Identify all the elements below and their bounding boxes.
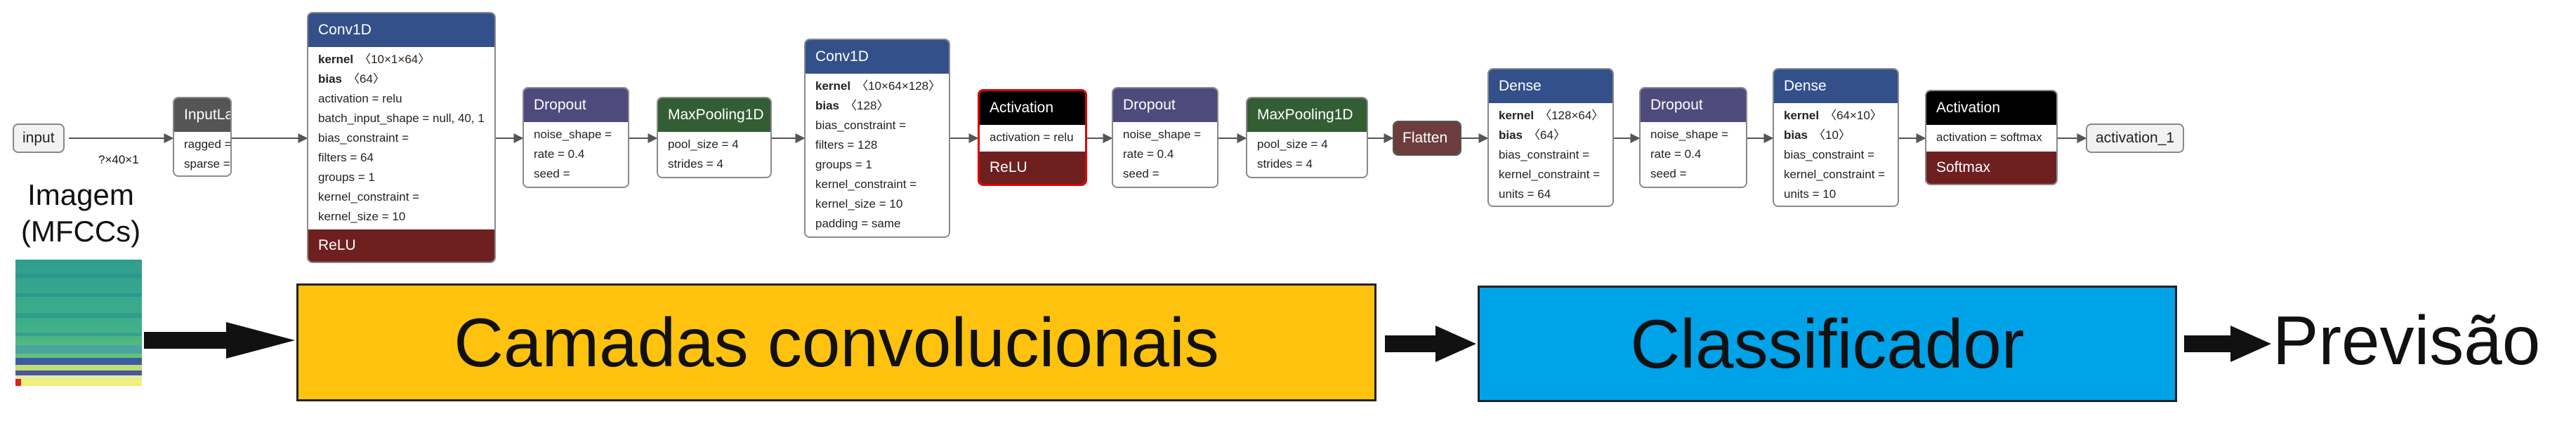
- dropout-node[interactable]: Dropout noise_shape = rate = 0.4 seed =: [1112, 87, 1218, 188]
- conv1d-title: Conv1D: [308, 13, 494, 47]
- flatten-node[interactable]: Flatten: [1393, 121, 1461, 156]
- attr: padding = same: [815, 217, 901, 230]
- attr: ragged = false: [184, 138, 232, 151]
- attr: seed =: [1123, 167, 1159, 180]
- attr: rate = 0.4: [534, 147, 585, 161]
- attr: seed =: [1650, 167, 1687, 180]
- attr: bias_constraint =: [318, 131, 409, 145]
- attr: batch_input_shape = null, 40, 1: [318, 112, 485, 125]
- input-shape-label: ?×40×1: [98, 153, 139, 166]
- conv-block: Camadas convolucionais: [296, 283, 1376, 401]
- attr: strides = 4: [668, 157, 723, 171]
- weight-bias: bias〈64〉: [1499, 128, 1565, 142]
- input-node[interactable]: input: [13, 123, 65, 153]
- flatten-title: Flatten: [1394, 122, 1460, 154]
- weight-kernel: kernel〈128×64〉: [1499, 109, 1604, 122]
- attr: bias_constraint =: [1784, 148, 1874, 161]
- attr: filters = 64: [318, 151, 374, 164]
- maxpooling1d-title: MaxPooling1D: [1247, 98, 1367, 132]
- conv1d-title: Conv1D: [806, 40, 949, 74]
- activation-title: Activation: [980, 91, 1085, 125]
- weight-kernel: kernel〈10×1×64〉: [318, 53, 431, 66]
- attr: rate = 0.4: [1123, 147, 1174, 161]
- classifier-block: Classificador: [1478, 286, 2177, 402]
- attr: strides = 4: [1257, 157, 1313, 171]
- inputlayer-node[interactable]: InputLayer ragged = false sparse = false: [173, 97, 232, 177]
- attr: kernel_size = 10: [318, 210, 406, 223]
- attr: seed =: [534, 167, 570, 180]
- attr: units = 10: [1784, 187, 1836, 201]
- attr: kernel_constraint =: [1784, 168, 1886, 181]
- activation-footer: ReLU: [980, 152, 1085, 184]
- attr: groups = 1: [815, 158, 872, 171]
- maxpooling1d-node[interactable]: MaxPooling1D pool_size = 4 strides = 4: [1246, 97, 1368, 178]
- prediction-label: Previsão: [2273, 302, 2541, 379]
- attr: kernel_constraint =: [318, 190, 420, 203]
- attr: activation = softmax: [1936, 131, 2042, 144]
- attr: groups = 1: [318, 171, 375, 184]
- attr: noise_shape =: [1123, 128, 1202, 141]
- conv1d-node[interactable]: Conv1D kernel〈10×64×128〉 bias〈128〉 bias_…: [804, 39, 950, 238]
- attr: kernel_constraint =: [1499, 168, 1601, 181]
- attr: bias_constraint =: [815, 119, 906, 132]
- activation-node[interactable]: Activation activation = softmax Softmax: [1925, 90, 2058, 185]
- mfcc-image: [15, 260, 142, 386]
- weight-bias: bias〈128〉: [815, 99, 889, 112]
- attr: noise_shape =: [1650, 128, 1729, 141]
- arrow-image-to-conv: [144, 322, 295, 359]
- dropout-title: Dropout: [524, 88, 628, 122]
- dense-title: Dense: [1489, 69, 1612, 103]
- dropout-node[interactable]: Dropout noise_shape = rate = 0.4 seed =: [1639, 87, 1747, 188]
- conv1d-node[interactable]: Conv1D kernel〈10×1×64〉 bias〈64〉 activati…: [307, 12, 496, 263]
- maxpooling1d-node[interactable]: MaxPooling1D pool_size = 4 strides = 4: [657, 97, 772, 178]
- maxpooling1d-title: MaxPooling1D: [658, 98, 770, 132]
- dense-title: Dense: [1774, 69, 1898, 103]
- attr: filters = 128: [815, 138, 878, 152]
- activation-node[interactable]: Activation activation = relu ReLU: [978, 89, 1087, 186]
- weight-bias: bias〈10〉: [1784, 128, 1851, 142]
- weight-kernel: kernel〈10×64×128〉: [815, 79, 941, 93]
- attr: sparse = false: [184, 157, 230, 171]
- weight-kernel: kernel〈64×10〉: [1784, 109, 1882, 122]
- attr: kernel_size = 10: [815, 197, 903, 210]
- dropout-node[interactable]: Dropout noise_shape = rate = 0.4 seed =: [523, 87, 629, 188]
- weight-bias: bias〈64〉: [318, 72, 385, 86]
- attr: activation = relu: [318, 92, 402, 105]
- attr: bias_constraint =: [1499, 148, 1589, 161]
- inputlayer-title: InputLayer: [174, 98, 230, 132]
- attr: activation = relu: [990, 131, 1074, 144]
- attr: rate = 0.4: [1650, 147, 1702, 161]
- attr: pool_size = 4: [668, 138, 739, 151]
- activation-footer: Softmax: [1926, 152, 2056, 184]
- attr: pool_size = 4: [1257, 138, 1328, 151]
- dropout-title: Dropout: [1641, 88, 1746, 122]
- arrow-classifier-to-output: [2184, 326, 2271, 362]
- dropout-title: Dropout: [1113, 88, 1217, 122]
- dense-node[interactable]: Dense kernel〈64×10〉 bias〈10〉 bias_constr…: [1773, 68, 1899, 207]
- arrow-conv-to-classifier: [1385, 326, 1476, 362]
- attr: kernel_constraint =: [815, 178, 917, 191]
- dense-node[interactable]: Dense kernel〈128×64〉 bias〈64〉 bias_const…: [1487, 68, 1614, 207]
- activation-title: Activation: [1926, 91, 2056, 125]
- attr: noise_shape =: [534, 128, 612, 141]
- output-node[interactable]: activation_1: [2086, 123, 2185, 153]
- attr: units = 64: [1499, 187, 1551, 201]
- image-label: Imagem (MFCCs): [20, 178, 141, 248]
- conv1d-activation-footer: ReLU: [308, 229, 494, 262]
